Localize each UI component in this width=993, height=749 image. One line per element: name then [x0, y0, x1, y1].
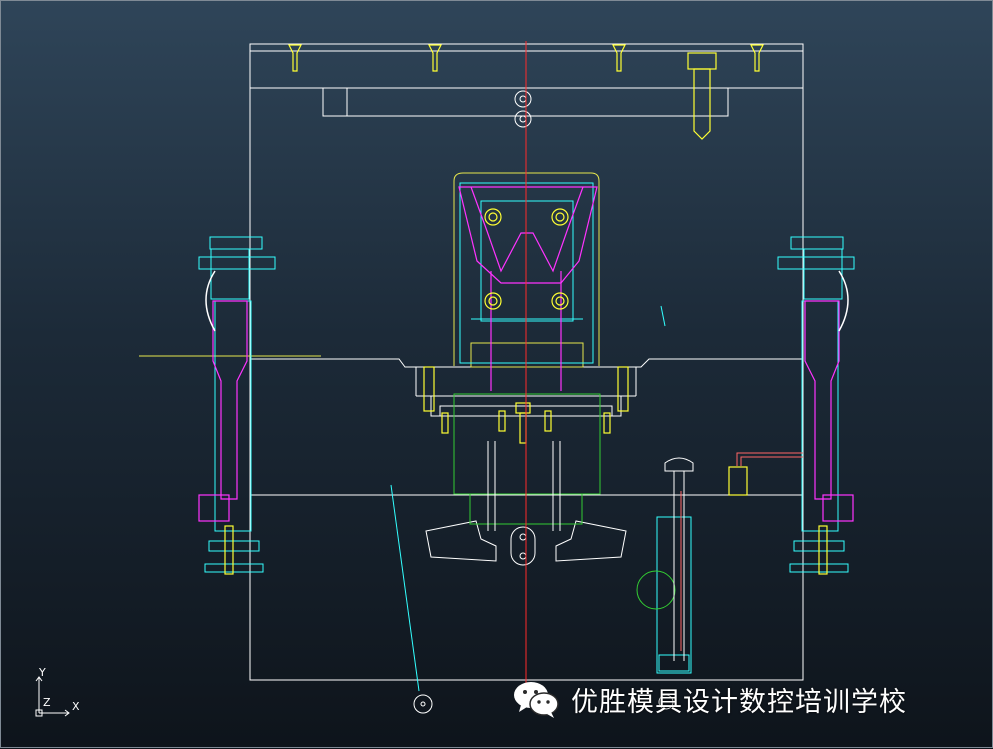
watermark: 优胜模具设计数控培训学校	[511, 677, 907, 721]
sub-plate	[453, 393, 676, 610]
wechat-icon	[514, 682, 559, 718]
screws	[224, 44, 828, 575]
watermark-text: 优胜模具设计数控培训学校	[571, 686, 907, 718]
axis-x-label: X	[72, 700, 80, 713]
axis-y-label: Y	[39, 666, 46, 679]
runner-lines	[487, 441, 694, 661]
cooling-hose	[680, 452, 803, 651]
cavity-outline	[139, 172, 600, 368]
ucs-axis-icon	[35, 676, 70, 717]
side-arcs	[205, 270, 849, 332]
ejector-parts	[198, 186, 854, 522]
axis-z-label: Z	[43, 696, 51, 709]
